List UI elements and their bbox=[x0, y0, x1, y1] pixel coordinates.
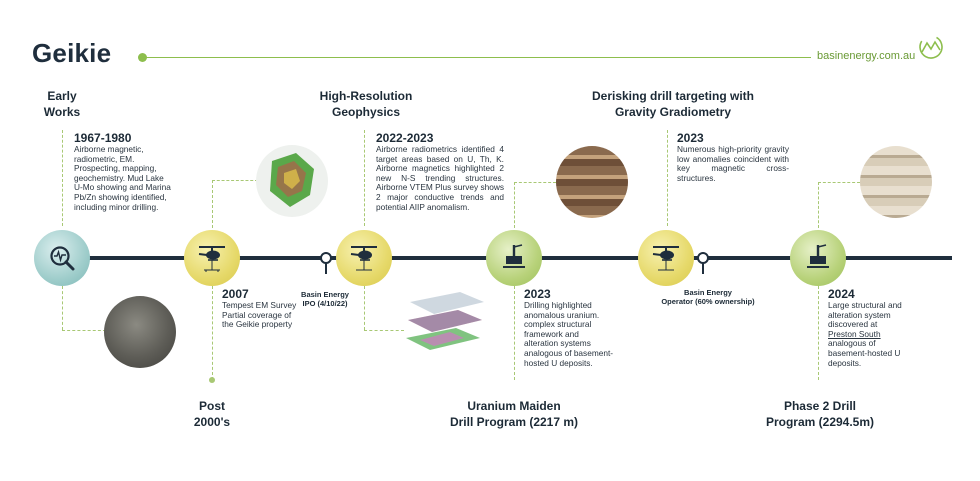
phase-uranium-maiden: Uranium Maiden Drill Program (2217 m) bbox=[449, 399, 579, 429]
drill-rig-icon bbox=[807, 244, 829, 268]
node-2022 bbox=[336, 230, 392, 286]
mountain-logo-icon bbox=[919, 35, 943, 59]
phase-derisking: Derisking drill targeting with Gravity G… bbox=[591, 89, 755, 119]
connector-2023b bbox=[667, 130, 668, 226]
connector-2007 bbox=[212, 286, 213, 380]
event-description: Large structural and alteration system d… bbox=[828, 300, 904, 368]
event-2007: 2007 Tempest EM Survey Partial coverage … bbox=[222, 287, 298, 330]
helicopter-icon bbox=[198, 246, 225, 272]
event-2024: 2024 Large structural and alteration sys… bbox=[828, 287, 904, 368]
header-line-dot bbox=[138, 53, 147, 62]
magnetic-map-photo bbox=[256, 145, 328, 217]
page-title: Geikie bbox=[32, 38, 112, 68]
phase-high-res-geophysics: High-Resolution Geophysics bbox=[319, 89, 413, 119]
event-text-after: analogous of basement-hosted U deposits. bbox=[828, 338, 901, 368]
event-2023-drilling: 2023 Drilling highlighted anomalous uran… bbox=[524, 287, 614, 368]
connector-early-photo bbox=[62, 286, 63, 330]
node-early-works bbox=[34, 230, 90, 286]
connector-2023a-photo bbox=[514, 182, 515, 228]
header-divider bbox=[143, 57, 811, 58]
drill-rig-icon bbox=[503, 244, 525, 268]
drill-core-photo-2024 bbox=[860, 146, 932, 218]
ipo-pin-stem bbox=[325, 262, 327, 274]
event-description: Airborne magnetic, radiometric, EM. Pros… bbox=[74, 144, 171, 212]
ipo-milestone-marker bbox=[320, 252, 332, 264]
operator-pin-stem bbox=[702, 262, 704, 274]
connector-1967 bbox=[62, 130, 63, 226]
event-year: 1967-1980 bbox=[74, 131, 132, 145]
operator-label: Basin Energy Operator (60% ownership) bbox=[661, 288, 755, 306]
event-description: Numerous high-priority gravity low anoma… bbox=[677, 144, 789, 183]
node-2023-drilling bbox=[486, 230, 542, 286]
phase-2-drill-program: Phase 2 Drill Program (2294.5m) bbox=[765, 399, 875, 429]
connector-2022 bbox=[364, 130, 365, 226]
phase-early-works: Early Works bbox=[43, 89, 81, 119]
event-text-before: Large structural and alteration system d… bbox=[828, 300, 902, 330]
connector-2024-photo-h bbox=[818, 182, 860, 183]
event-year: 2023 bbox=[524, 287, 551, 301]
operator-milestone-marker bbox=[697, 252, 709, 264]
rock-sample-photo bbox=[104, 296, 176, 368]
event-year: 2023 bbox=[677, 131, 704, 145]
event-year: 2022-2023 bbox=[376, 131, 434, 145]
website-link[interactable]: basinenergy.com.au bbox=[817, 50, 916, 62]
node-2007 bbox=[184, 230, 240, 286]
drill-core-photo bbox=[556, 146, 628, 218]
magnifier-chart-icon bbox=[50, 246, 75, 271]
connector-2007-photo bbox=[212, 180, 213, 228]
phase-post-2000: Post 2000's bbox=[193, 399, 231, 429]
event-year: 2007 bbox=[222, 287, 249, 301]
connector-end-dot bbox=[209, 377, 215, 383]
connector-2022-photo bbox=[364, 286, 365, 330]
helicopter-icon bbox=[350, 246, 377, 271]
event-description: Airborne radiometrics identified 4 targe… bbox=[376, 144, 504, 212]
geophysics-layers-photo bbox=[400, 290, 490, 360]
ipo-label: Basin Energy IPO (4/10/22) bbox=[301, 290, 349, 308]
event-1967-1980: 1967-1980 Airborne magnetic, radiometric… bbox=[74, 131, 174, 212]
connector-2024-photo bbox=[818, 182, 819, 228]
preston-south-link[interactable]: Preston South bbox=[828, 328, 881, 339]
connector-early-photo-h bbox=[62, 330, 106, 331]
connector-2024 bbox=[818, 286, 819, 380]
connector-2023a-photo-h bbox=[514, 182, 556, 183]
node-2024 bbox=[790, 230, 846, 286]
event-description: Tempest EM Survey Partial coverage of th… bbox=[222, 300, 297, 330]
connector-2022-photo-h bbox=[364, 330, 404, 331]
event-year: 2024 bbox=[828, 287, 855, 301]
event-2022-2023: 2022-2023 Airborne radiometrics identifi… bbox=[376, 131, 504, 212]
node-2023-gravity bbox=[638, 230, 694, 286]
event-2023-gravity: 2023 Numerous high-priority gravity low … bbox=[677, 131, 789, 183]
helicopter-icon bbox=[652, 246, 679, 271]
event-description: Drilling highlighted anomalous uranium. … bbox=[524, 300, 614, 368]
connector-2023a bbox=[514, 286, 515, 380]
connector-2007-photo-h bbox=[212, 180, 258, 181]
